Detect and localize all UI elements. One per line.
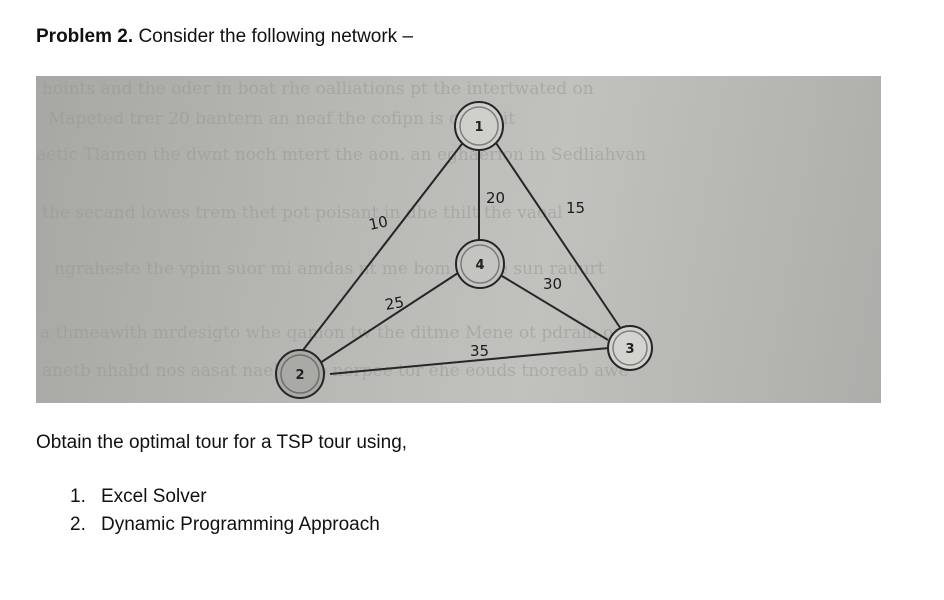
edge-2-4 xyxy=(320,273,458,363)
svg-text:Mapeted trer 20 bantern an nea: Mapeted trer 20 bantern an neaf the cofi… xyxy=(48,109,515,129)
node-1: 1 xyxy=(455,102,503,150)
edge-weight-4-3: 30 xyxy=(543,275,562,293)
node-1-label: 1 xyxy=(474,120,483,135)
edge-weight-2-3: 35 xyxy=(470,342,489,360)
edge-weight-1-2: 10 xyxy=(367,212,389,234)
task-item: 2.Dynamic Programming Approach xyxy=(70,514,380,542)
task-number: 1. xyxy=(70,486,101,508)
network-diagram: hoints and the oder in boat rhe oalliati… xyxy=(36,76,881,403)
problem-heading: Problem 2. Consider the following networ… xyxy=(36,26,413,48)
edge-1-3 xyxy=(494,140,621,329)
node-2-label: 2 xyxy=(295,368,304,383)
network-photo: hoints and the oder in boat rhe oalliati… xyxy=(36,76,881,403)
svg-text:anetb nhabd nos aasat naeho fe: anetb nhabd nos aasat naeho feb nerpee t… xyxy=(42,361,629,381)
task-text: Excel Solver xyxy=(101,486,207,507)
svg-text:a thmeawith mrdesigto whe qamo: a thmeawith mrdesigto whe qamon tw the d… xyxy=(40,323,631,343)
svg-text:aetic Tlamen the dwnt noch mte: aetic Tlamen the dwnt noch mtert the aon… xyxy=(36,145,646,165)
problem-text: Consider the following network – xyxy=(138,26,413,47)
node-3-label: 3 xyxy=(625,342,634,357)
task-item: 1.Excel Solver xyxy=(70,486,380,514)
node-4-label: 4 xyxy=(475,258,484,273)
task-prompt: Obtain the optimal tour for a TSP tour u… xyxy=(36,432,407,454)
edge-weight-1-4: 20 xyxy=(486,189,505,207)
svg-text:the secand lowes trem thet pot: the secand lowes trem thet pot poisant i… xyxy=(42,203,563,223)
edge-weight-1-3: 15 xyxy=(566,199,585,217)
node-4: 4 xyxy=(456,240,504,288)
edge-weight-2-4: 25 xyxy=(384,293,406,314)
task-number: 2. xyxy=(70,514,101,536)
node-2: 2 xyxy=(276,350,324,398)
task-text: Dynamic Programming Approach xyxy=(101,514,380,535)
svg-text:hoints and the oder in boat rh: hoints and the oder in boat rhe oalliati… xyxy=(42,79,594,99)
svg-text:ngraheste the vpim suor mi amd: ngraheste the vpim suor mi amdas nt me b… xyxy=(54,259,605,279)
node-3: 3 xyxy=(608,326,652,370)
task-list: 1.Excel Solver 2.Dynamic Programming App… xyxy=(70,486,380,542)
problem-label: Problem 2. xyxy=(36,26,133,47)
